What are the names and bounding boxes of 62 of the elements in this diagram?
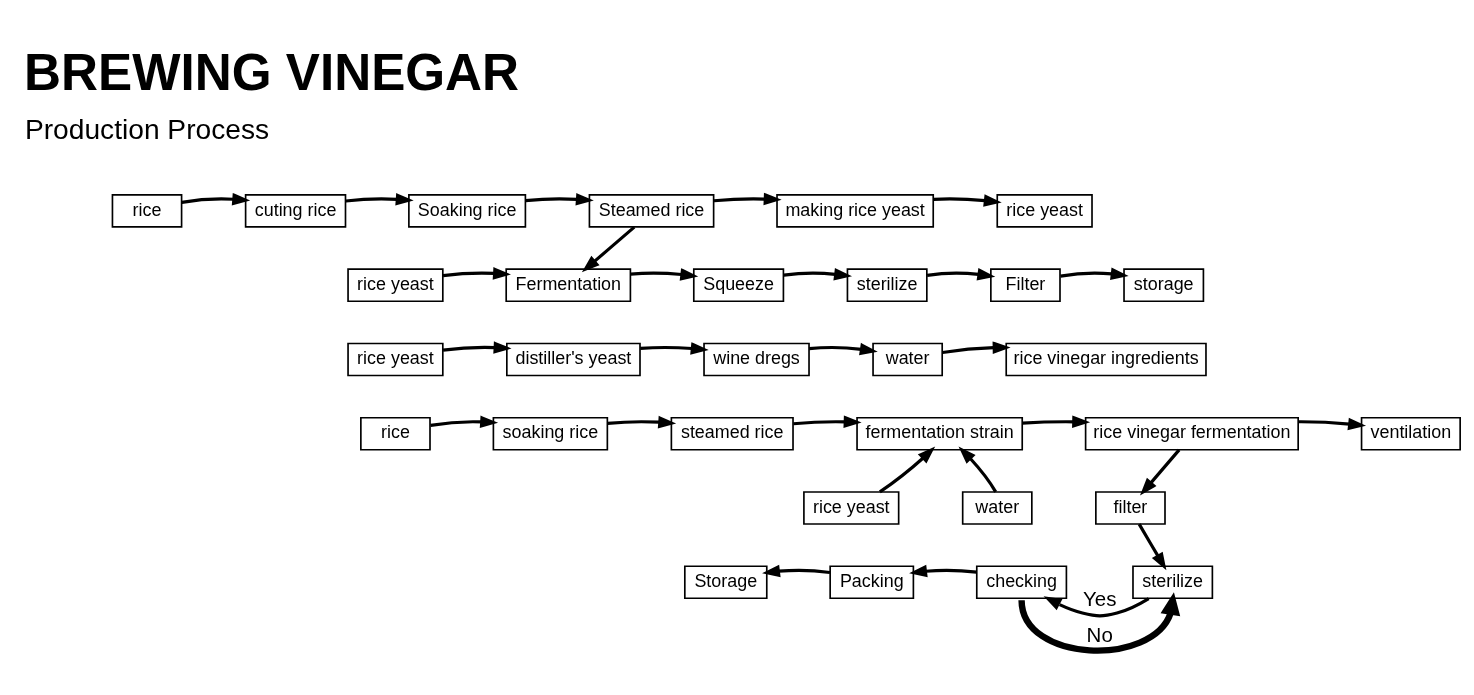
node-box: rice	[111, 193, 183, 228]
arrow	[1060, 267, 1129, 280]
node-box: Steamed rice	[588, 193, 715, 228]
arrow	[909, 564, 977, 577]
node-box: sterilize	[846, 267, 928, 302]
arrow	[430, 415, 499, 428]
node-box: Squeeze	[692, 267, 785, 302]
arrow	[762, 564, 831, 577]
arrow	[793, 415, 862, 428]
arrow	[942, 340, 1011, 354]
node-box: checking	[975, 564, 1068, 599]
diagram-title: BREWING VINEGAR	[24, 43, 520, 101]
node-box: rice yeast	[347, 267, 444, 302]
arrow	[933, 193, 1002, 207]
arrow	[1298, 417, 1367, 430]
arrow	[1022, 415, 1091, 428]
node-box: rice vinegar fermentation	[1084, 416, 1299, 451]
arrow	[442, 340, 512, 354]
arrow	[1043, 595, 1150, 617]
node-box: sterilize	[1132, 564, 1214, 599]
arrow	[783, 267, 852, 280]
node-box: soaking rice	[492, 416, 609, 451]
arrow	[808, 342, 878, 355]
node-box: rice	[360, 416, 431, 451]
node-box: storage	[1123, 267, 1205, 302]
node-box: wine dregs	[703, 342, 810, 376]
edge-label: Yes	[1083, 586, 1117, 610]
node-box: water	[872, 342, 944, 376]
arrow	[607, 415, 677, 428]
node-box: Fermentation	[505, 267, 632, 302]
node-box: fermentation strain	[856, 416, 1024, 451]
label: Production Process	[24, 112, 270, 145]
arrow	[713, 192, 782, 205]
node-box: Soaking rice	[408, 193, 527, 228]
node-box: Filter	[990, 267, 1061, 302]
node-box: water	[961, 490, 1033, 525]
node-box: making rice yeast	[776, 193, 935, 228]
node-box: Packing	[829, 564, 915, 599]
edge-label: No	[1086, 622, 1113, 646]
node-box: Storage	[684, 564, 768, 599]
arrow	[181, 192, 251, 205]
arrow	[442, 266, 511, 280]
arrow	[1137, 522, 1167, 570]
arrow	[1140, 448, 1181, 496]
arrow	[525, 192, 594, 206]
node-box: rice yeast	[347, 342, 444, 376]
node-box: filter	[1095, 490, 1166, 525]
arrow	[345, 192, 414, 206]
arrow	[581, 225, 636, 272]
arrow	[640, 341, 709, 355]
node-box: distiller's yeast	[506, 342, 641, 376]
node-box: cuting rice	[244, 193, 347, 228]
arrow	[1018, 591, 1181, 653]
arrow	[879, 446, 936, 493]
node-box: rice yeast	[996, 193, 1093, 228]
node-box: ventilation	[1360, 416, 1461, 451]
node-box: steamed rice	[670, 416, 794, 451]
arrow	[926, 267, 996, 281]
node-box: rice vinegar ingredients	[1005, 342, 1207, 376]
arrow	[630, 267, 699, 281]
node-box: rice yeast	[803, 490, 900, 525]
arrow	[958, 445, 998, 493]
